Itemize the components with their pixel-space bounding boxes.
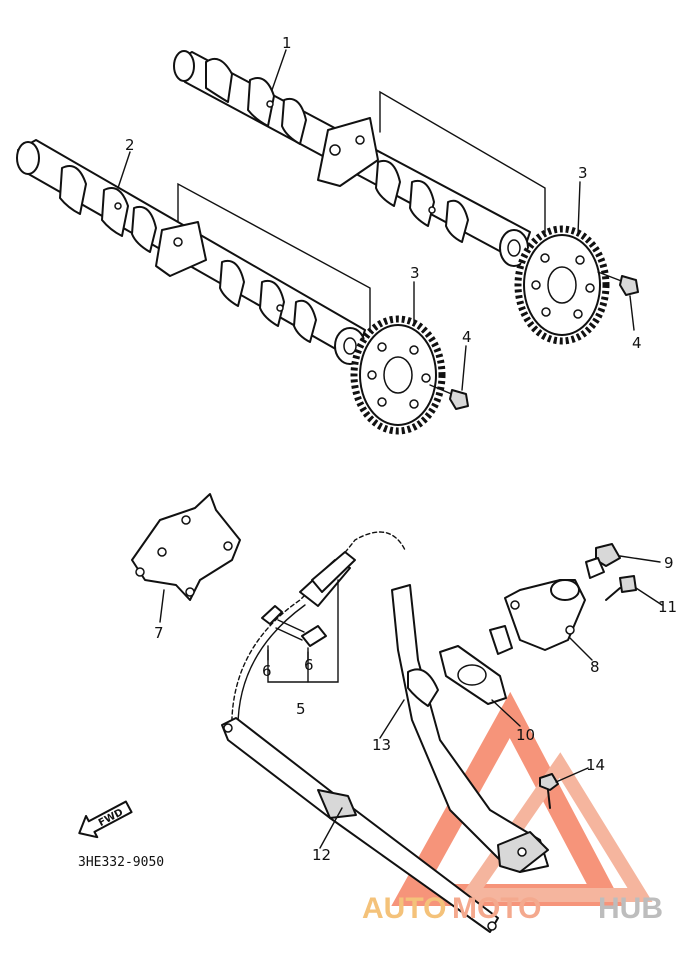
- cam-chain: [231, 531, 489, 911]
- watermark-text: AUTO MOTO HUB: [362, 892, 663, 925]
- callout-13: 13: [372, 736, 391, 754]
- callout-6-left: 6: [262, 662, 272, 680]
- callout-5: 5: [296, 700, 306, 718]
- callout-1: 1: [282, 34, 292, 52]
- sprocket-bolt-right: [597, 271, 639, 296]
- callout-10: 10: [516, 726, 535, 744]
- drawing-code: 3HE332-9050: [78, 855, 164, 870]
- chain-tensioner: [489, 579, 586, 655]
- tensioner-bolt: [605, 575, 637, 601]
- callout-9: 9: [664, 554, 674, 572]
- camshaft-intake: [173, 50, 531, 267]
- cam-sprocket-left: [350, 315, 446, 435]
- callout-3-left: 3: [410, 264, 420, 282]
- callout-12: 12: [312, 846, 331, 864]
- callout-4-right: 4: [632, 334, 642, 352]
- camshaft-exhaust: [16, 139, 366, 365]
- guide-bolt: [539, 773, 559, 809]
- chain-joint-link: [261, 605, 327, 647]
- chain-guide-lower: [221, 717, 499, 933]
- callout-2: 2: [125, 136, 135, 154]
- cam-sprocket-right: [514, 225, 610, 345]
- chain-guide-top: [131, 493, 241, 601]
- callout-8: 8: [590, 658, 600, 676]
- callout-6-right: 6: [304, 656, 314, 674]
- callout-14: 14: [586, 756, 605, 774]
- callout-labels: 1 2 3 3 4 4 5 6 6 7 8 9 10 11 12 13 14: [125, 34, 677, 864]
- callout-4-left: 4: [462, 328, 472, 346]
- watermark-part1: AUTO: [362, 892, 446, 925]
- watermark-part3: HUB: [598, 892, 663, 925]
- watermark-part2: MOTO: [452, 892, 541, 925]
- sprocket-bolt-left: [429, 384, 469, 410]
- callout-7: 7: [154, 624, 164, 642]
- leader-lines: [117, 49, 663, 849]
- tensioner-cap-bolt: [585, 543, 621, 579]
- sprocket-indicator-lines: [177, 90, 546, 341]
- tensioner-gasket: [439, 645, 507, 705]
- callout-3-right: 3: [578, 164, 588, 182]
- callout-11: 11: [658, 598, 677, 616]
- forward-arrow: FWD: [78, 800, 133, 839]
- chain-guide-tensioner: [391, 584, 549, 873]
